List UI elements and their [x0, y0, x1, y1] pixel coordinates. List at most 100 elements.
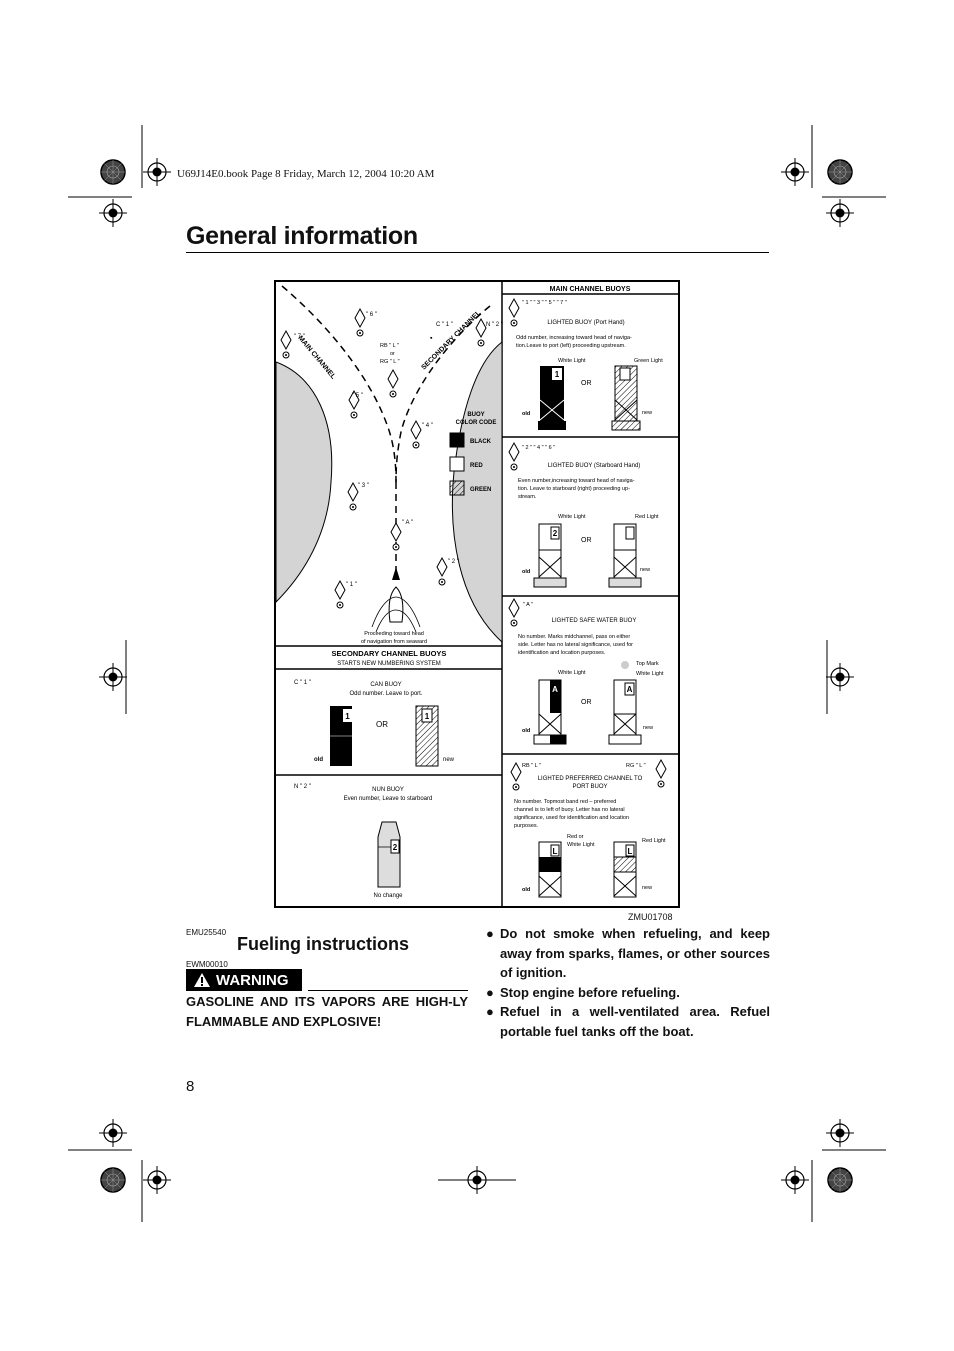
svg-text:new: new — [642, 410, 652, 416]
svg-text:Proceeding toward head: Proceeding toward head — [364, 631, 424, 637]
secondary-header: SECONDARY CHANNEL BUOYS — [332, 649, 447, 658]
svg-text:OR: OR — [376, 720, 388, 729]
svg-text:RED: RED — [470, 463, 483, 469]
svg-text:" 1 " " 3 " " 5 " " 7 ": " 1 " " 3 " " 5 " " 7 " — [522, 300, 567, 306]
svg-text:NUN BUOY: NUN BUOY — [372, 787, 404, 793]
section-title: Fueling instructions — [237, 934, 410, 954]
title-divider — [186, 252, 769, 253]
svg-text:White Light: White Light — [558, 670, 586, 676]
svg-text:LIGHTED PREFERRED CHANNEL TO: LIGHTED PREFERRED CHANNEL TO — [538, 776, 643, 782]
svg-text:A: A — [627, 685, 633, 694]
svg-text:White Light: White Light — [636, 671, 664, 677]
svg-text:RB " L ": RB " L " — [522, 763, 541, 769]
main-header: MAIN CHANNEL BUOYS — [550, 286, 631, 293]
svg-text:C " 1 ": C " 1 " — [436, 322, 453, 328]
svg-text:CAN BUOY: CAN BUOY — [370, 682, 401, 688]
svg-text:No number. Topmost band red: No number. Topmost band red – preferred — [514, 799, 616, 805]
svg-text:old: old — [314, 757, 323, 763]
svg-text:tion.Leave to port (left) proc: tion.Leave to port (left) proceeding ups… — [516, 343, 626, 349]
svg-text:new: new — [443, 757, 455, 763]
svg-text:" 2 " " 4 " " 6 ": " 2 " " 4 " " 6 " — [522, 445, 555, 451]
svg-text:new: new — [642, 885, 652, 891]
section-code: EMU25540 — [186, 928, 227, 937]
svg-text:N " 2 ": N " 2 " — [486, 322, 503, 328]
svg-text:White Light: White Light — [558, 514, 586, 520]
svg-text:L: L — [628, 847, 633, 856]
figure-code: ZMU01708 — [628, 912, 673, 922]
svg-text:White Light: White Light — [567, 842, 595, 848]
svg-text:LIGHTED BUOY (Port Hand): LIGHTED BUOY (Port Hand) — [547, 320, 624, 326]
svg-text:RB " L ": RB " L " — [380, 343, 399, 349]
warning-badge: WARNING — [186, 969, 302, 991]
svg-text:Odd number. Leave to port.: Odd number. Leave to port. — [349, 691, 422, 697]
svg-text:stream.: stream. — [518, 494, 537, 500]
svg-text:2: 2 — [393, 843, 398, 852]
fuel-bullet-list: ●Do not smoke when refueling, and keep a… — [486, 924, 770, 1041]
svg-text:OR: OR — [581, 537, 592, 544]
svg-text:" A ": " A " — [402, 520, 413, 526]
svg-text:Top Mark: Top Mark — [636, 661, 659, 667]
svg-text:significance, used for identif: significance, used for identification an… — [514, 815, 629, 821]
svg-text:STARTS NEW NUMBERING SYSTEM: STARTS NEW NUMBERING SYSTEM — [337, 661, 440, 667]
svg-text:old: old — [522, 728, 530, 734]
svg-text:PORT BUOY: PORT BUOY — [572, 784, 607, 790]
svg-text:RG " L ": RG " L " — [626, 763, 646, 769]
svg-text:or: or — [390, 351, 395, 357]
svg-text:GREEN: GREEN — [470, 487, 491, 493]
svg-text:OR: OR — [581, 699, 592, 706]
warning-label: WARNING — [216, 971, 289, 989]
warning-icon — [194, 973, 210, 987]
svg-text:1: 1 — [555, 370, 560, 379]
list-item: ●Refuel in a well-ventilated area. Refue… — [486, 1004, 770, 1039]
svg-text:No number. Marks midchannel: No number. Marks midchannel, pass on eit… — [518, 634, 630, 640]
warning-rule — [308, 990, 468, 991]
svg-text:side. Letter has no lateral si: side. Letter has no lateral significance… — [518, 642, 633, 648]
svg-text:of navigation from seaward: of navigation from seaward — [361, 639, 427, 645]
svg-text:old: old — [522, 887, 530, 893]
svg-text:new: new — [643, 725, 653, 731]
svg-text:purposes.: purposes. — [514, 823, 539, 829]
svg-text:old: old — [522, 411, 530, 417]
svg-text:N " 2 ": N " 2 " — [294, 784, 311, 790]
svg-text:1: 1 — [425, 712, 430, 721]
svg-text:A: A — [552, 685, 558, 694]
svg-text:2: 2 — [553, 529, 558, 538]
svg-text:OR: OR — [581, 380, 592, 387]
page-number: 8 — [186, 1078, 195, 1095]
list-item: ●Do not smoke when refueling, and keep a… — [486, 926, 770, 980]
buoy-diagram: MAIN CHANNEL SECONDARY CHANNEL " 7 " " 6… — [275, 282, 678, 906]
svg-text:LIGHTED SAFE WATER BUOY: LIGHTED SAFE WATER BUOY — [552, 618, 637, 624]
svg-text:identification and location pu: identification and location purposes. — [518, 650, 606, 656]
warning-text: GASOLINE AND ITS VAPORS ARE HIGH-LY FLAM… — [186, 994, 468, 1029]
list-item: ●Stop engine before refueling. — [486, 984, 680, 1000]
svg-text:▪: ▪ — [430, 335, 433, 342]
svg-text:Red or: Red or — [567, 834, 584, 840]
svg-text:No change: No change — [373, 893, 403, 899]
buoy-figure: MAIN CHANNEL SECONDARY CHANNEL " 7 " " 6… — [274, 280, 680, 908]
svg-text:old: old — [522, 569, 530, 575]
svg-text:" 7 ": " 7 " — [294, 334, 305, 340]
svg-text:BLACK: BLACK — [470, 439, 492, 445]
svg-text:LIGHTED BUOY (Starboard Hand): LIGHTED BUOY (Starboard Hand) — [548, 463, 641, 469]
svg-text:White Light: White Light — [558, 358, 586, 364]
svg-text:" 5 ": " 5 " — [352, 393, 363, 399]
svg-text:" A ": " A " — [523, 602, 533, 608]
svg-text:1: 1 — [345, 712, 350, 721]
svg-text:BUOY: BUOY — [467, 412, 484, 418]
svg-text:L: L — [553, 847, 558, 856]
svg-text:" 2 ": " 2 " — [448, 559, 459, 565]
svg-text:C " 1 ": C " 1 " — [294, 680, 311, 686]
svg-text:" 4 ": " 4 " — [422, 423, 433, 429]
svg-text:Red Light: Red Light — [642, 838, 666, 844]
svg-text:Even number, Leave to starboa: Even number, Leave to starboard — [344, 796, 433, 802]
svg-text:new: new — [640, 567, 650, 573]
svg-text:" 3 ": " 3 " — [358, 483, 369, 489]
svg-text:" 1 ": " 1 " — [346, 582, 357, 588]
svg-text:RG " L ": RG " L " — [380, 359, 400, 365]
svg-text:Even number,increasing toward: Even number,increasing toward head of na… — [518, 478, 635, 484]
file-info: U69J14E0.book Page 8 Friday, March 12, 2… — [177, 168, 435, 180]
page-title: General information — [186, 222, 418, 250]
svg-text:" 6 ": " 6 " — [366, 312, 377, 318]
svg-text:Green Light: Green Light — [634, 358, 663, 364]
